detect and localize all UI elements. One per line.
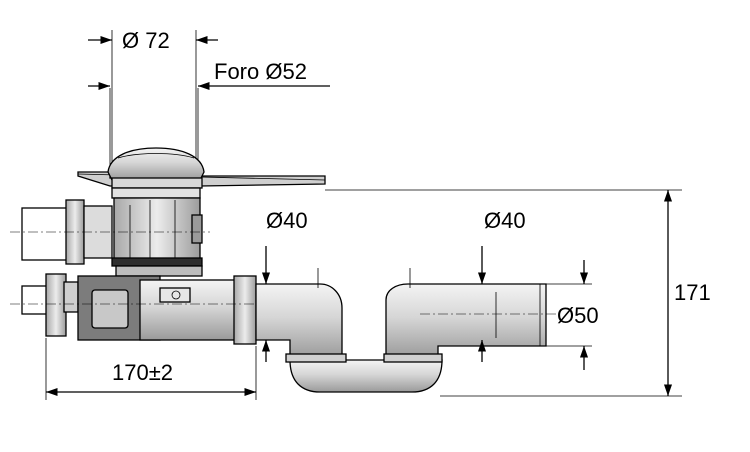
label-length: 170±2 — [112, 360, 173, 385]
dimension-top-width: Ø 72 — [88, 28, 218, 168]
drain-cap — [107, 147, 205, 189]
label-top-width: Ø 72 — [122, 28, 170, 53]
dimension-outlet: Ø50 — [546, 260, 599, 370]
lower-connector — [10, 273, 340, 345]
label-outlet: Ø50 — [557, 303, 599, 328]
label-pipe-right: Ø40 — [484, 208, 526, 233]
dimension-pipe-left: Ø40 — [261, 208, 308, 362]
dimension-height: 171 — [325, 189, 711, 397]
dimension-pipe-right: Ø40 — [477, 208, 526, 362]
label-hole: Foro Ø52 — [214, 59, 307, 84]
drain-body — [111, 187, 203, 277]
label-pipe-left: Ø40 — [266, 208, 308, 233]
trap-pipe — [255, 268, 560, 393]
overflow-pipe — [10, 199, 210, 265]
dimension-hole: Foro Ø52 — [88, 59, 330, 172]
label-height: 171 — [674, 280, 711, 305]
dimension-length: 170±2 — [45, 338, 257, 400]
